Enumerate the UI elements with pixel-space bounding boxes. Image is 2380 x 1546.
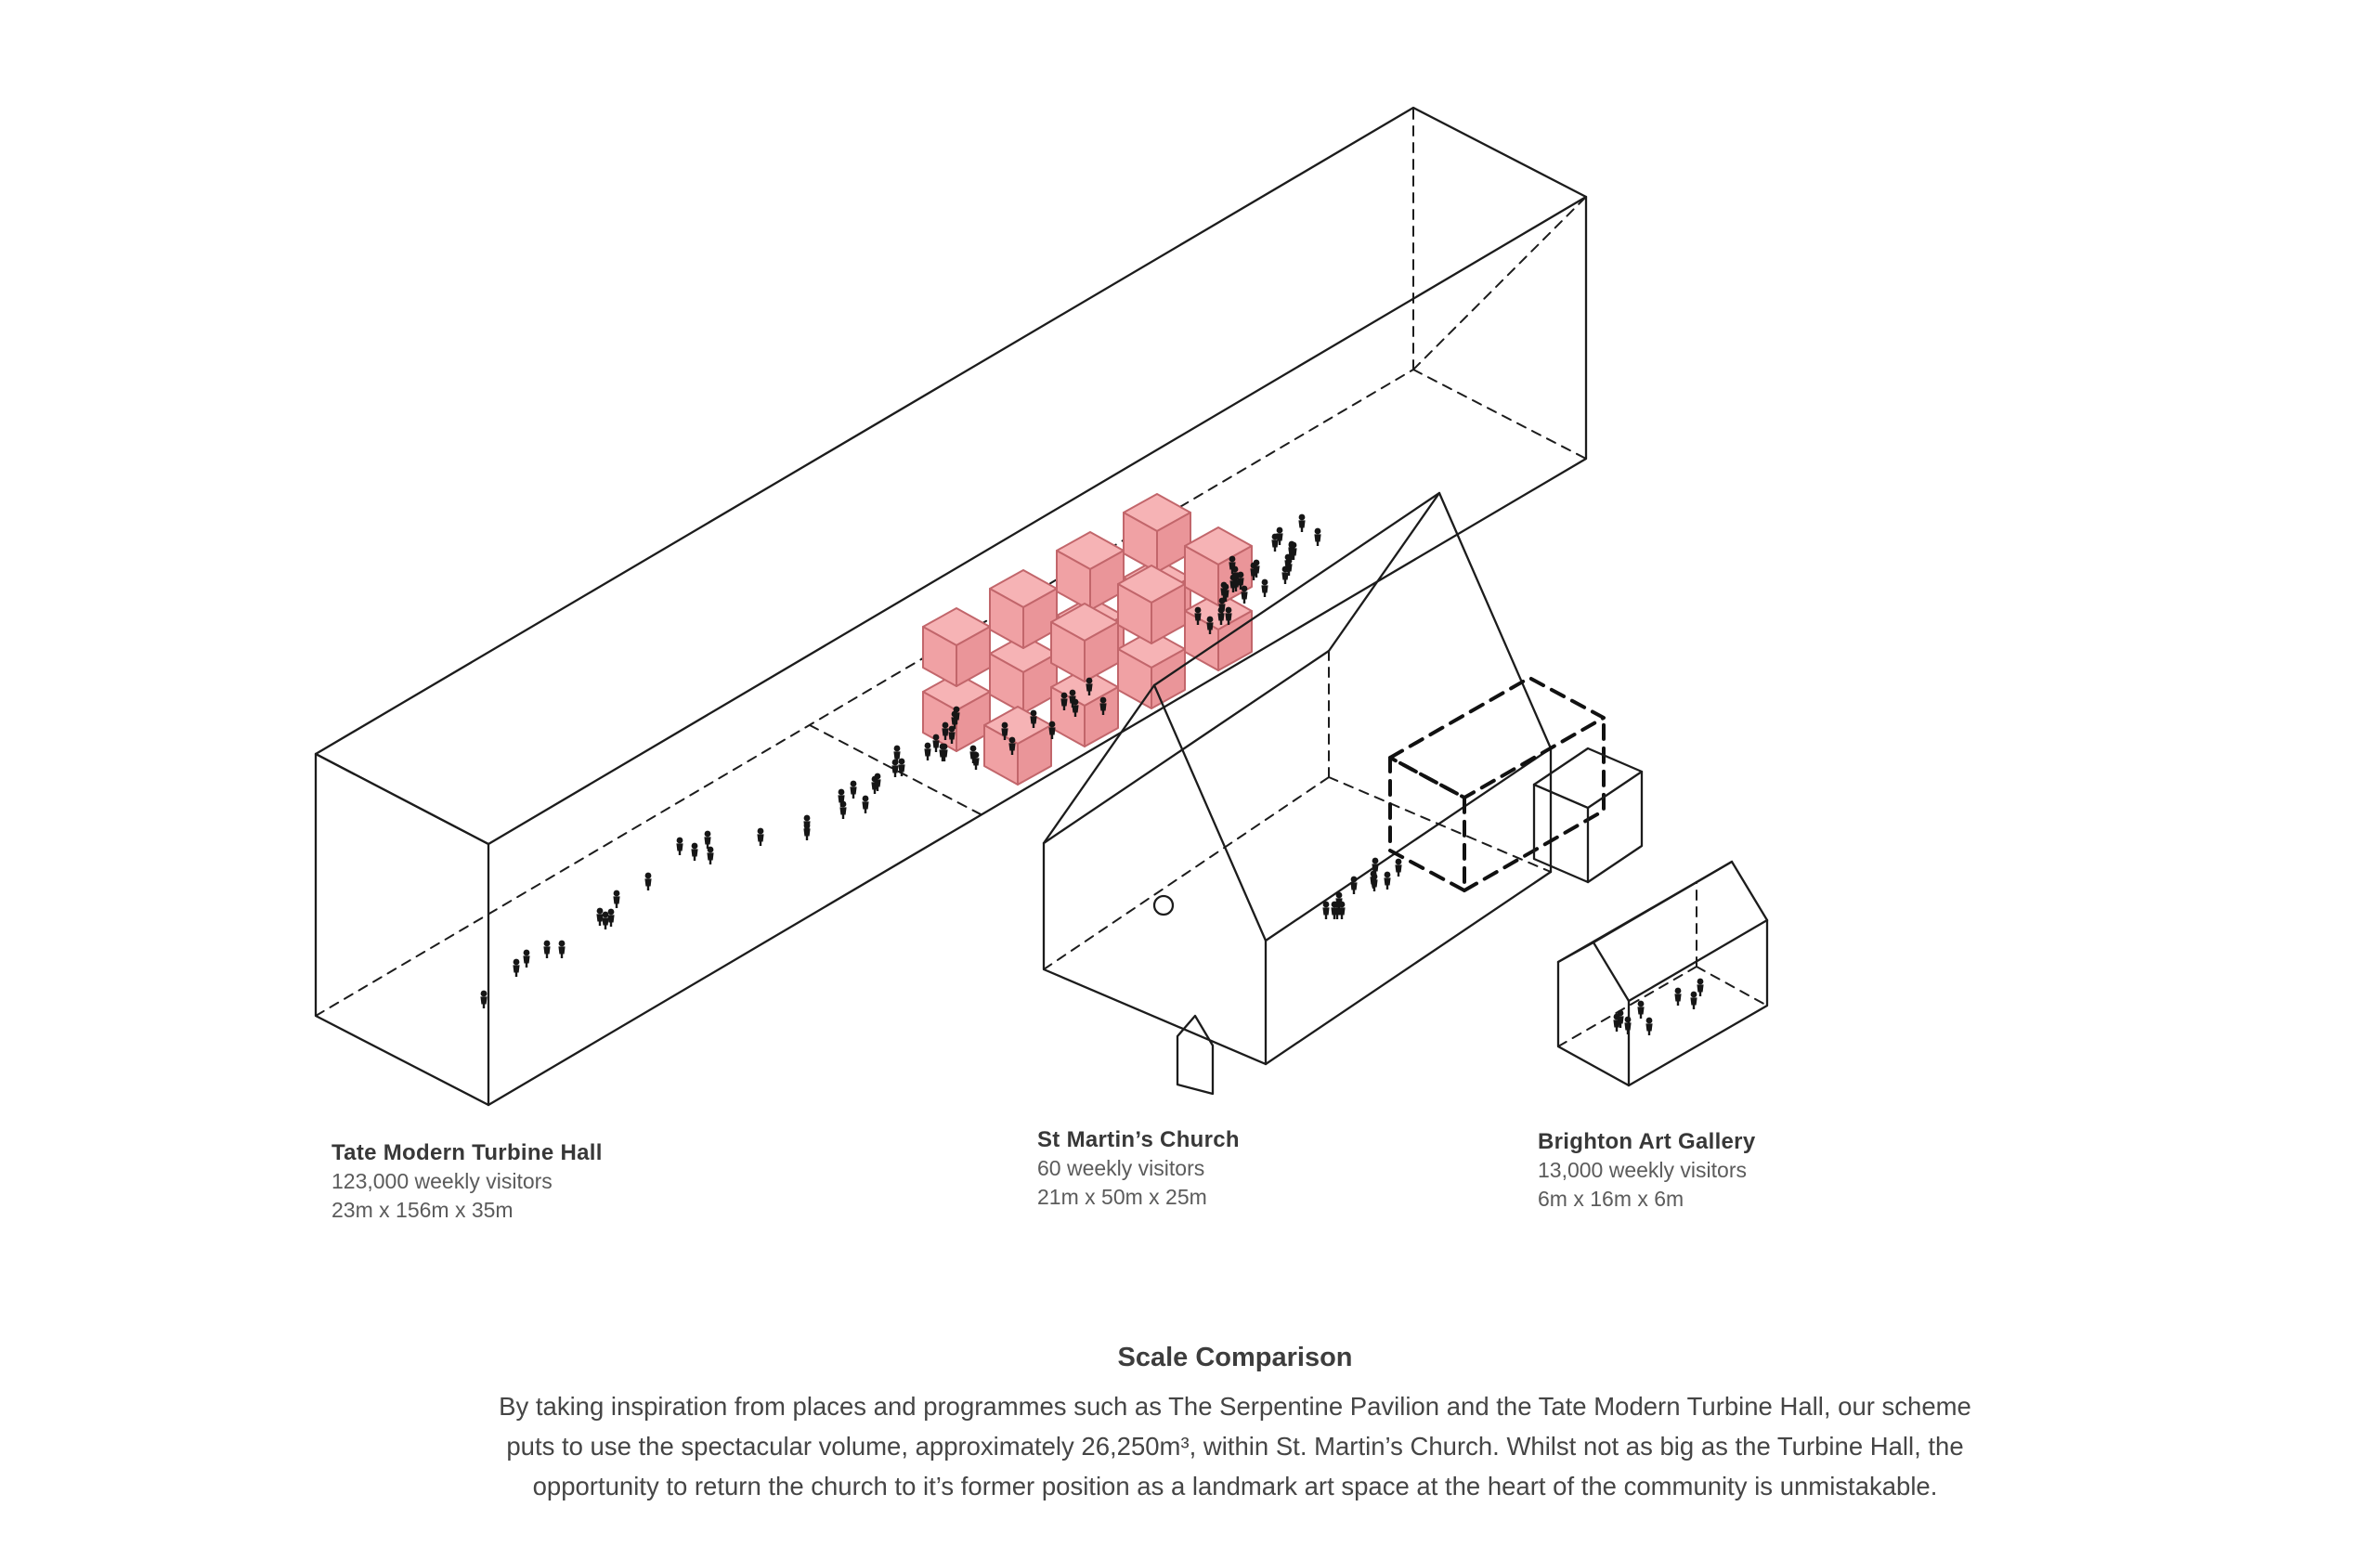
caption-body-line-3: opportunity to return the church to it’s…: [532, 1472, 1938, 1501]
gallery-right-eave: [1627, 918, 1769, 1003]
hall-hidden-edges: [315, 107, 1587, 1017]
gallery-gable-face: [1556, 941, 1631, 1087]
church-porch: [1176, 1014, 1215, 1096]
gallery-label: Brighton Art Gallery 13,000 weekly visit…: [1538, 1127, 1755, 1214]
church-annex-outline: [1532, 747, 1644, 884]
church-label: St Martin’s Church 60 weekly visitors 21…: [1037, 1125, 1240, 1212]
building-name: Tate Modern Turbine Hall: [332, 1140, 603, 1165]
gallery-hidden-edges: [1557, 881, 1768, 1047]
church-left-eave: [1042, 649, 1331, 845]
gallery-right-base: [1627, 918, 1769, 1087]
building-dimensions: 6m x 16m x 6m: [1538, 1187, 1684, 1211]
gallery-left-eave: [1556, 880, 1698, 964]
church-hidden-edges: [1043, 650, 1552, 970]
church-right-eave: [1264, 747, 1553, 942]
brighton-gallery-outline: [1556, 860, 1769, 1087]
visitor-figures-gallery: [1613, 978, 1704, 1035]
visitor-figures-church: [1322, 857, 1402, 919]
building-visitors: 13,000 weekly visitors: [1538, 1158, 1747, 1182]
church-round-window: [1152, 894, 1175, 916]
caption-body-line-2: puts to use the spectacular volume, appr…: [506, 1432, 1964, 1461]
church-right-base: [1264, 870, 1553, 1066]
church-gable-face: [1042, 683, 1268, 1066]
gallery-far-edges: [1695, 860, 1769, 922]
building-visitors: 123,000 weekly visitors: [332, 1169, 553, 1193]
gallery-volume-ghost-outline: [1388, 676, 1606, 892]
tate-turbine-hall-outline: [314, 106, 1588, 1107]
tate-label: Tate Modern Turbine Hall 123,000 weekly …: [332, 1138, 603, 1225]
building-dimensions: 23m x 156m x 35m: [332, 1198, 514, 1222]
caption-title: Scale Comparison: [1117, 1343, 1353, 1372]
st-martins-church-outline: [1042, 491, 1553, 1096]
building-dimensions: 21m x 50m x 25m: [1037, 1185, 1207, 1209]
stacked-exhibition-cubes: [922, 493, 1253, 786]
church-far-gable-edges: [1327, 491, 1553, 874]
church-ridge: [1152, 491, 1441, 687]
building-name: St Martin’s Church: [1037, 1127, 1240, 1152]
building-visitors: 60 weekly visitors: [1037, 1156, 1205, 1180]
hall-right-face-edges: [487, 195, 1588, 1107]
caption-body-line-1: By taking inspiration from places and pr…: [499, 1392, 1971, 1421]
building-name: Brighton Art Gallery: [1538, 1129, 1756, 1154]
caption-block: Scale Comparison By taking inspiration f…: [111, 1343, 2359, 1506]
